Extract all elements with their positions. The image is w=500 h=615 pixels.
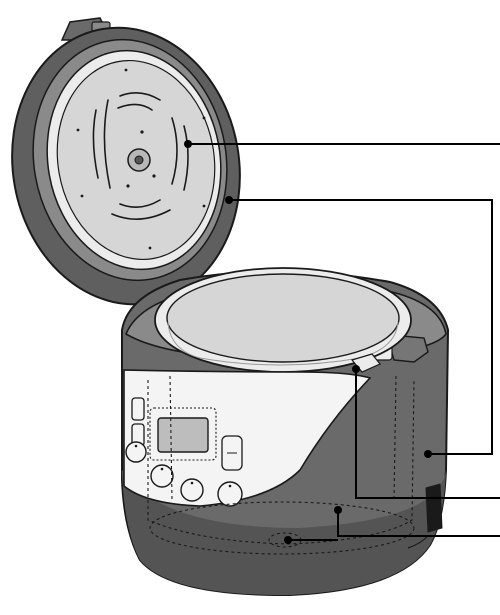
plate-dot xyxy=(202,116,206,120)
plate-slot xyxy=(111,209,171,220)
inner-pot-opening xyxy=(166,273,400,363)
plate-dot xyxy=(140,130,144,134)
plate-dot xyxy=(152,174,156,178)
callout-dot-lid-rim xyxy=(225,196,233,204)
callout-line-4 xyxy=(337,510,500,537)
round-button[interactable] xyxy=(180,478,204,502)
callout-line-2 xyxy=(229,199,493,455)
callout-dot-body-side xyxy=(424,450,432,458)
plate-dot xyxy=(126,184,130,188)
inner-pot xyxy=(154,267,412,373)
callout-dot-inner-lid xyxy=(184,140,192,148)
lid xyxy=(11,17,241,306)
plate-slot xyxy=(183,125,189,191)
heating-plate-outline xyxy=(149,501,415,555)
round-button[interactable] xyxy=(217,481,243,507)
steam-valve-center xyxy=(134,155,144,165)
inner-pot-shadow xyxy=(169,375,397,501)
power-socket xyxy=(407,483,443,549)
plate-slot xyxy=(117,103,153,111)
callout-dots xyxy=(184,140,432,544)
plate-slot xyxy=(119,199,161,208)
plate-slot xyxy=(103,99,111,189)
hidden-internals xyxy=(147,375,415,555)
round-button[interactable] xyxy=(125,441,147,463)
callout-dot-heating-plate xyxy=(334,506,342,514)
plate-dot xyxy=(124,68,128,72)
plate-dot xyxy=(76,128,80,132)
display-frame xyxy=(149,407,217,461)
plate-dot xyxy=(202,204,206,208)
plate-slot xyxy=(92,109,99,179)
round-button[interactable] xyxy=(150,464,174,488)
plate-dot xyxy=(80,194,84,198)
plate-slot xyxy=(119,92,161,101)
control-panel xyxy=(123,369,372,507)
callout-lines xyxy=(188,143,500,541)
inner-pot-wall xyxy=(167,321,399,366)
callout-dot-sensor xyxy=(284,536,292,544)
callout-dot-pot-rim xyxy=(352,365,360,373)
display-screen xyxy=(157,417,209,453)
callout-line-3 xyxy=(355,369,500,499)
inner-housing-outline xyxy=(147,379,415,545)
panel-face xyxy=(123,369,372,507)
plate-dot xyxy=(148,246,152,250)
plate-slot xyxy=(171,117,178,185)
menu-button[interactable] xyxy=(131,397,145,421)
